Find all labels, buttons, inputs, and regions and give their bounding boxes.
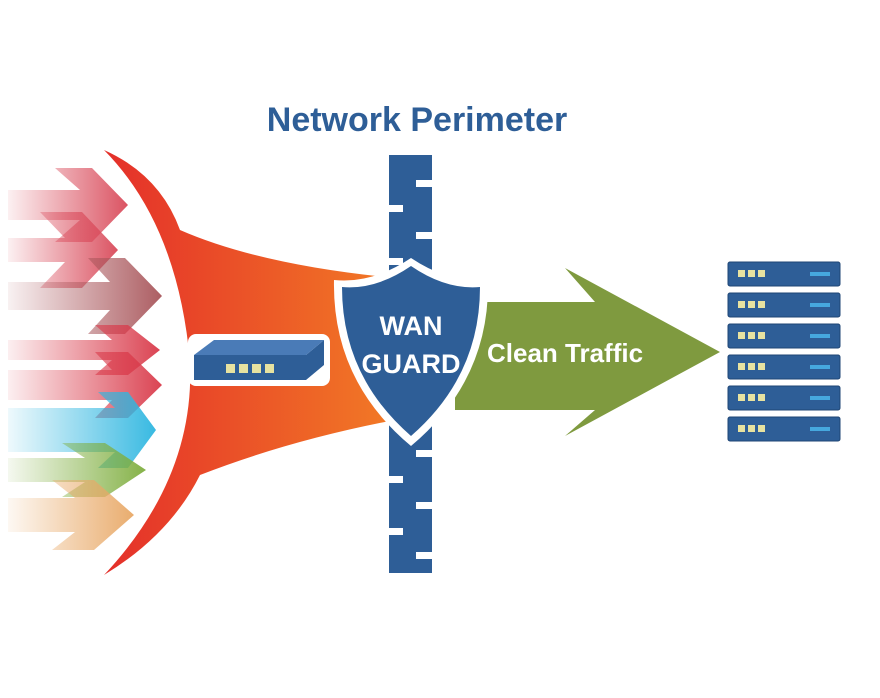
server-led <box>758 363 765 370</box>
incoming-traffic-arrows <box>8 168 162 550</box>
server-led <box>738 332 745 339</box>
server-led <box>758 301 765 308</box>
filter-appliance <box>188 334 330 386</box>
server-unit <box>727 416 841 442</box>
server-rack <box>727 261 841 442</box>
incoming-arrow <box>8 392 156 468</box>
server-status-light <box>810 365 830 369</box>
server-status-light <box>810 334 830 338</box>
incoming-arrow <box>8 258 162 334</box>
shield-label-line2: GUARD <box>362 349 461 379</box>
wan-guard-shield: WAN GUARD <box>333 258 489 446</box>
server-led <box>748 301 755 308</box>
server-led <box>758 332 765 339</box>
incoming-arrow <box>8 443 146 497</box>
server-unit <box>727 385 841 411</box>
server-status-light <box>810 303 830 307</box>
server-unit <box>727 292 841 318</box>
server-led <box>748 425 755 432</box>
incoming-arrow <box>8 212 118 288</box>
diagram-title: Network Perimeter <box>267 101 567 139</box>
clean-traffic-arrow <box>455 268 720 436</box>
server-status-light <box>810 427 830 431</box>
incoming-arrow <box>8 480 134 550</box>
shield-label-line1: WAN <box>380 311 443 341</box>
server-led <box>738 425 745 432</box>
server-led <box>758 270 765 277</box>
server-led <box>748 270 755 277</box>
server-led <box>748 394 755 401</box>
server-status-light <box>810 396 830 400</box>
server-led <box>738 301 745 308</box>
server-led <box>748 332 755 339</box>
server-led <box>738 270 745 277</box>
server-led <box>758 425 765 432</box>
server-unit <box>727 323 841 349</box>
clean-traffic-label: Clean Traffic <box>487 338 643 368</box>
server-status-light <box>810 272 830 276</box>
incoming-arrow <box>8 168 128 242</box>
server-led <box>738 394 745 401</box>
shield-icon <box>342 266 480 436</box>
server-led <box>748 363 755 370</box>
server-unit <box>727 354 841 380</box>
server-led <box>738 363 745 370</box>
server-unit <box>727 261 841 287</box>
server-led <box>758 394 765 401</box>
